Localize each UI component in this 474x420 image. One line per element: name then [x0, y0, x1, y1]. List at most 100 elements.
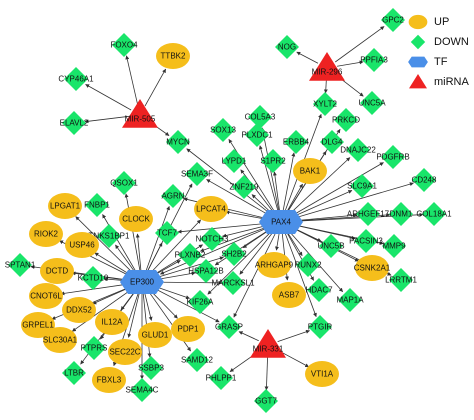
node-kif26a[interactable]: KIF26A [187, 290, 214, 314]
node-shape-csnk2a1 [355, 255, 389, 281]
node-ppfia3[interactable]: PPFIA3 [360, 48, 388, 72]
node-kctd10[interactable]: KCTD10 [78, 266, 109, 290]
node-shape-ep300 [120, 270, 164, 294]
node-clock[interactable]: CLOCK [119, 206, 153, 232]
node-mmp9[interactable]: MMP9 [382, 234, 406, 258]
edge-pax4-to-arhgap9 [275, 233, 280, 251]
node-dnm1[interactable]: DNM1 [389, 202, 413, 226]
node-ep300[interactable]: EP300 [120, 270, 164, 294]
node-csnk2a1[interactable]: CSNK2A1 [354, 255, 391, 281]
node-ltbr[interactable]: LTBR [62, 361, 86, 385]
node-phlpp1[interactable]: PHLPP1 [206, 366, 237, 390]
node-nog[interactable]: NOG [275, 35, 299, 59]
node-tcf7[interactable]: TCF7 [155, 221, 179, 245]
node-cyp46a1[interactable]: CYP46A1 [58, 67, 94, 91]
node-lpcat4[interactable]: LPCAT4 [194, 196, 228, 222]
node-agrn[interactable]: AGRN [161, 184, 185, 208]
node-dctd[interactable]: DCTD [40, 258, 74, 284]
node-asb7[interactable]: ASB7 [272, 282, 306, 308]
node-label: PDGFRB [376, 153, 409, 162]
edge-mir-296-to-ppfia3 [336, 60, 364, 67]
node-shape-ggt7 [254, 389, 278, 413]
node-unc5a[interactable]: UNC5A [358, 91, 386, 115]
node-foxo4[interactable]: FOXO4 [110, 33, 138, 57]
node-xylt2[interactable]: XYLT2 [313, 92, 337, 116]
node-col5a3[interactable]: COL5A3 [245, 105, 276, 129]
node-pacsin3[interactable]: PACSIN3 [349, 229, 383, 253]
node-unc5b[interactable]: UNC5B [317, 234, 345, 258]
node-arhgef17[interactable]: ARHGEF17 [347, 202, 390, 226]
node-dnajc22[interactable]: DNAJC22 [340, 138, 376, 162]
node-riok2[interactable]: RIOK2 [29, 221, 63, 247]
node-ptgir[interactable]: PTGIR [308, 315, 333, 339]
node-sh2b2[interactable]: SH2B2 [221, 242, 247, 266]
node-slc9a1[interactable]: SLC9A1 [347, 174, 377, 198]
node-ptprs[interactable]: PTPRS [81, 336, 108, 360]
node-s1pr2[interactable]: S1PR2 [260, 149, 286, 173]
node-shape-slc9a1 [350, 174, 374, 198]
node-lpgat1[interactable]: LPGAT1 [48, 193, 82, 219]
node-qsox1[interactable]: QSOX1 [110, 171, 138, 195]
edge-ep300-to-fnbp1 [102, 214, 137, 272]
node-grpel1[interactable]: GRPEL1 [21, 312, 55, 338]
edge-mir-505-to-ttbk2 [144, 68, 167, 107]
node-elavl2[interactable]: ELAVL2 [60, 111, 89, 135]
node-lrrtm1[interactable]: LRRTM1 [385, 268, 417, 292]
node-marcksl1[interactable]: MARCKSL1 [211, 271, 255, 295]
node-vti1a[interactable]: VTI1A [305, 361, 339, 387]
node-grasp[interactable]: GRASP [215, 315, 243, 339]
node-hdac7[interactable]: HDAC7 [305, 278, 333, 302]
node-cd248[interactable]: CD248 [412, 168, 437, 192]
node-notch3[interactable]: NOTCH3 [196, 227, 229, 251]
node-sptan1[interactable]: SPTAN1 [5, 253, 36, 277]
node-fnbp1[interactable]: FNBP1 [84, 193, 110, 217]
edge-mir-296-to-nog [296, 51, 319, 64]
node-ssbp3[interactable]: SSBP3 [138, 356, 164, 380]
node-mir-505[interactable]: MIR-505 [122, 99, 158, 128]
node-cnot6l[interactable]: CNOT6L [29, 283, 63, 309]
node-ttbk2[interactable]: TTBK2 [156, 43, 190, 69]
node-col18a1[interactable]: COL18A1 [416, 202, 452, 226]
node-dlg4[interactable]: DLG4 [320, 130, 344, 154]
node-plxnb2[interactable]: PLXNB2 [175, 243, 206, 267]
node-ggt7[interactable]: GGT7 [254, 389, 278, 413]
node-label: TCF7 [157, 229, 178, 238]
node-lypd1[interactable]: LYPD1 [222, 149, 247, 173]
edge-pax4-to-erbb4 [282, 152, 296, 211]
node-il12a[interactable]: IL12A [95, 309, 129, 335]
node-sema3f[interactable]: SEMA3F [181, 162, 213, 186]
node-erbb4[interactable]: ERBB4 [283, 130, 310, 154]
node-sox13[interactable]: SOX13 [210, 118, 236, 142]
node-mir-331[interactable]: MIR-331 [250, 329, 286, 358]
node-runx2[interactable]: RUNX2 [294, 253, 322, 277]
node-sema4c[interactable]: SEMA4C [126, 378, 159, 402]
node-mycn[interactable]: MYCN [166, 130, 190, 154]
node-label: MIR-296 [312, 68, 343, 77]
node-bak1[interactable]: BAK1 [293, 158, 327, 184]
node-mir-296[interactable]: MIR-296 [309, 52, 345, 81]
node-hspa12b[interactable]: HSPA12B [188, 259, 224, 283]
node-label: COL5A3 [245, 113, 276, 122]
node-shape-kctd10 [81, 266, 105, 290]
node-gpc2[interactable]: GPC2 [381, 8, 405, 32]
node-pdgfrb[interactable]: PDGFRB [376, 145, 410, 169]
node-shape-gpc2 [381, 8, 405, 32]
node-glud1[interactable]: GLUD1 [138, 322, 172, 348]
edge-pax4-to-mycn [186, 148, 272, 215]
node-shape-lpgat1 [48, 193, 82, 219]
node-ddx52[interactable]: DDX52 [62, 297, 96, 323]
node-arhgap9[interactable]: ARHGAP9 [255, 252, 294, 278]
node-prkcd[interactable]: PRKCD [332, 108, 360, 132]
node-samd12[interactable]: SAMD12 [181, 348, 214, 372]
node-znf219[interactable]: ZNF219 [230, 175, 259, 199]
node-slc30a1[interactable]: SLC30A1 [43, 327, 78, 353]
node-map1a[interactable]: MAP1A [336, 288, 364, 312]
node-pax4[interactable]: PAX4 [259, 210, 303, 234]
node-pdp1[interactable]: PDP1 [171, 316, 205, 342]
node-label: DLG4 [322, 138, 343, 147]
node-sec22c[interactable]: SEC22C [108, 339, 142, 365]
node-fbxl3[interactable]: FBXL3 [92, 367, 126, 393]
node-tnks1bp1[interactable]: TNKS1BP1 [89, 224, 130, 248]
node-plxdc1[interactable]: PLXDC1 [241, 123, 273, 147]
node-usp46[interactable]: USP46 [65, 232, 99, 258]
